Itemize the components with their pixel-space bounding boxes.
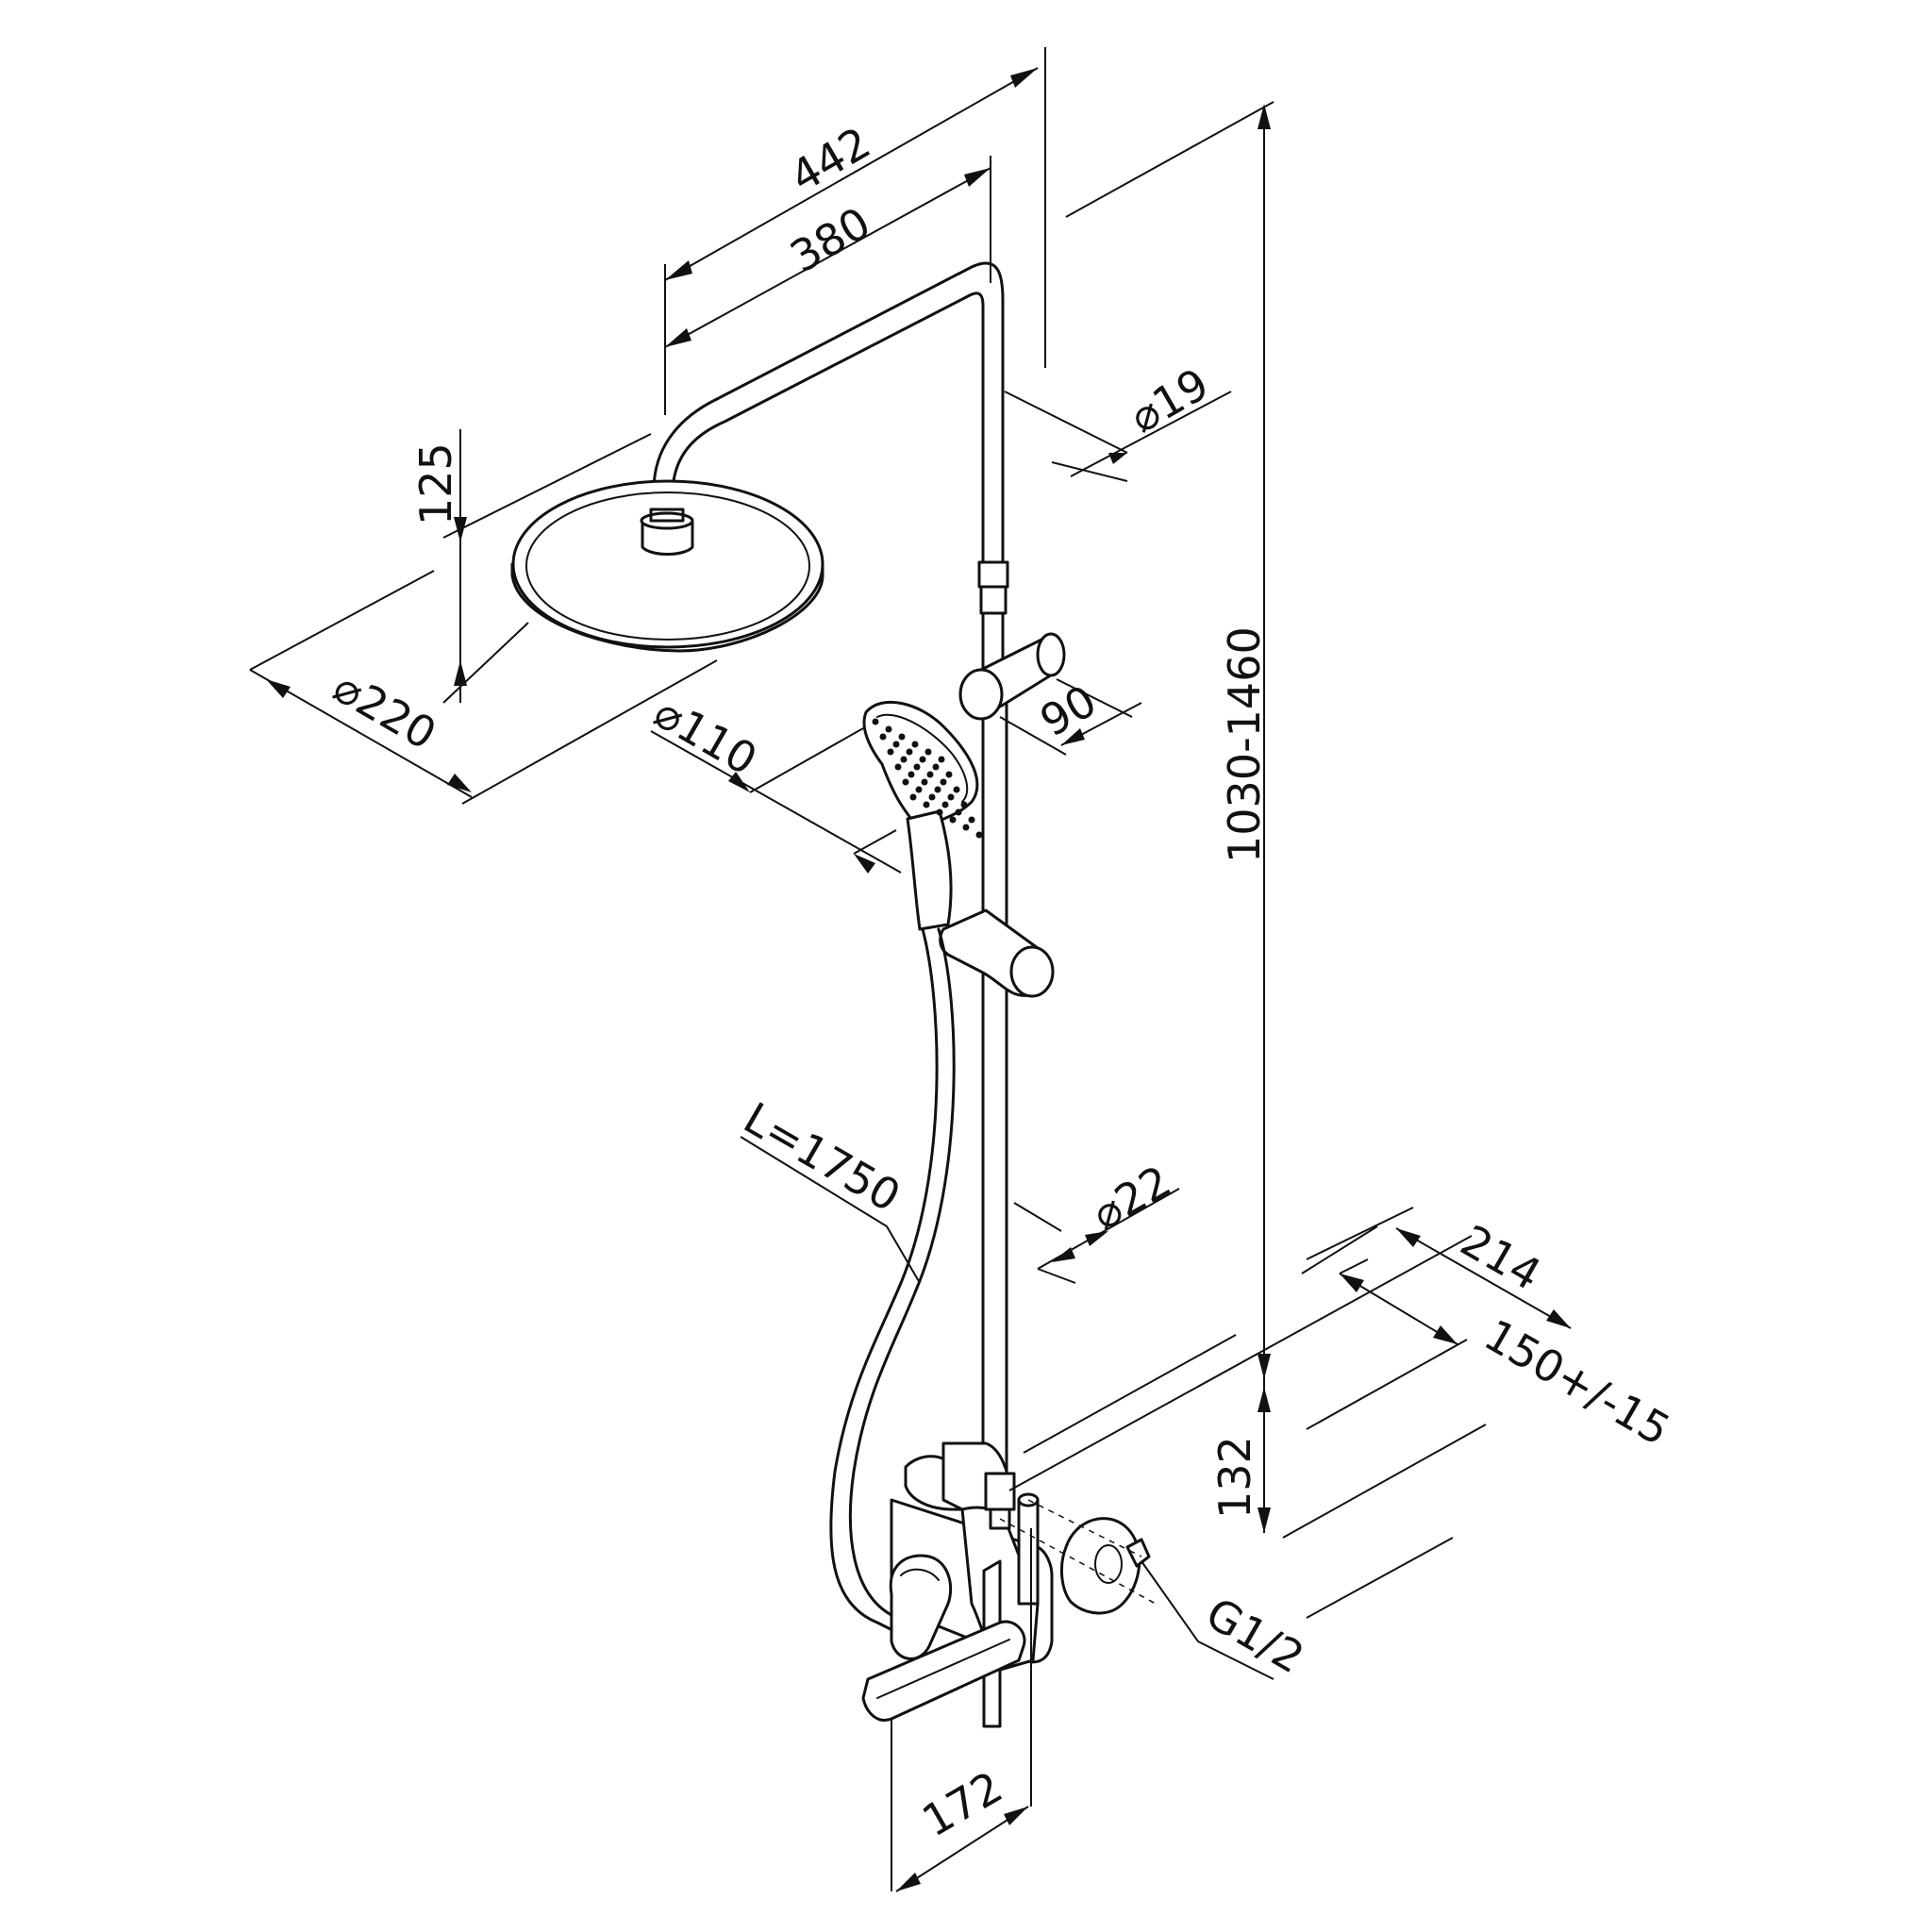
pipe-coupling	[977, 560, 1009, 589]
nozzle-dot	[906, 748, 913, 756]
nozzle-dot	[911, 741, 919, 748]
nozzle-dot	[945, 771, 953, 778]
dim-22-group: ⌀22	[1013, 1156, 1180, 1284]
dim-442: 442	[782, 117, 879, 203]
nozzle-dot	[941, 801, 949, 808]
inlet-eccentric	[1059, 1517, 1141, 1615]
shower-joint	[641, 519, 694, 556]
nozzle-dot	[936, 808, 943, 816]
nozzle-dot	[887, 748, 894, 756]
nozzle-dot	[908, 771, 915, 778]
nozzle-dot	[928, 793, 936, 801]
nozzle-dot	[947, 793, 955, 801]
nozzle-dot	[938, 756, 945, 763]
nozzle-dot	[913, 763, 921, 771]
nozzle-dot	[953, 786, 960, 793]
rain-shower-head	[510, 479, 824, 653]
bar-mount	[984, 1472, 1016, 1511]
dim-g12: G1/2	[1198, 1588, 1313, 1684]
nozzle-dot	[921, 778, 928, 786]
dim-125-group: 125	[410, 429, 652, 704]
upper-bar-holder	[958, 632, 1066, 721]
nozzle-dot	[955, 808, 962, 816]
nozzle-grid	[872, 718, 983, 839]
dim-90: 90	[1032, 675, 1106, 746]
nozzle-dot	[872, 718, 879, 725]
dim-172: 172	[914, 1761, 1011, 1847]
hand-shower	[862, 700, 983, 931]
dim-220: ⌀220	[325, 661, 445, 760]
dim-125: 125	[410, 442, 461, 525]
nozzle-dot	[960, 801, 968, 808]
shower-hose	[829, 927, 956, 1643]
nozzle-dot	[940, 778, 947, 786]
shower-plate	[511, 479, 824, 649]
mixer-lever	[889, 1554, 953, 1660]
dim-19: ⌀19	[1122, 358, 1218, 443]
nozzle-dot	[934, 786, 941, 793]
dim-110: ⌀110	[646, 687, 766, 786]
dim-22: ⌀22	[1084, 1156, 1180, 1241]
nozzle-dot	[968, 816, 975, 824]
dim-132-group: 132	[1209, 1339, 1487, 1619]
dim-380: 380	[782, 197, 879, 283]
lower-bar-holder	[939, 908, 1055, 998]
nozzle-dot	[975, 831, 983, 839]
nozzle-dot	[915, 786, 923, 793]
dim-1030-1460: 1030-1460	[1219, 626, 1270, 863]
nozzle-dot	[885, 725, 892, 733]
dim-thread-group: G1/2	[1141, 1560, 1313, 1684]
shower-arm	[652, 261, 1005, 568]
nozzle-dot	[898, 733, 906, 741]
dim-19-group: ⌀19	[1004, 358, 1232, 482]
nozzle-dot	[962, 824, 970, 831]
diverter-stem	[1017, 1498, 1040, 1606]
bath-spout	[861, 1620, 1026, 1722]
dim-150: 150+/-15	[1476, 1309, 1679, 1456]
dim-1750: L=1750	[736, 1092, 909, 1222]
dim-hose-group: L=1750	[736, 1092, 921, 1284]
nozzle-dot	[879, 733, 887, 741]
dim-132: 132	[1209, 1436, 1260, 1519]
nozzle-dot	[932, 763, 940, 771]
nozzle-dot	[892, 741, 900, 748]
nozzle-dot	[949, 816, 957, 824]
dim-110-group: ⌀110	[646, 687, 902, 874]
dim-adjustable-group: 1030-1460	[1065, 101, 1274, 1528]
nozzle-dot	[919, 756, 926, 763]
nozzle-dot	[894, 763, 902, 771]
nozzle-dot	[926, 771, 934, 778]
nozzle-dot	[900, 756, 908, 763]
nozzle-dot	[902, 778, 909, 786]
dim-214-group: 214	[1301, 1207, 1572, 1329]
hand-shower-handle	[906, 809, 953, 931]
dim-150-group: 150+/-15	[1008, 1235, 1679, 1491]
nozzle-dot	[909, 793, 917, 801]
nozzle-dot	[923, 801, 930, 808]
slide-bar	[981, 696, 1008, 1474]
nozzle-dot	[924, 748, 932, 756]
center-lines	[999, 1499, 1157, 1605]
